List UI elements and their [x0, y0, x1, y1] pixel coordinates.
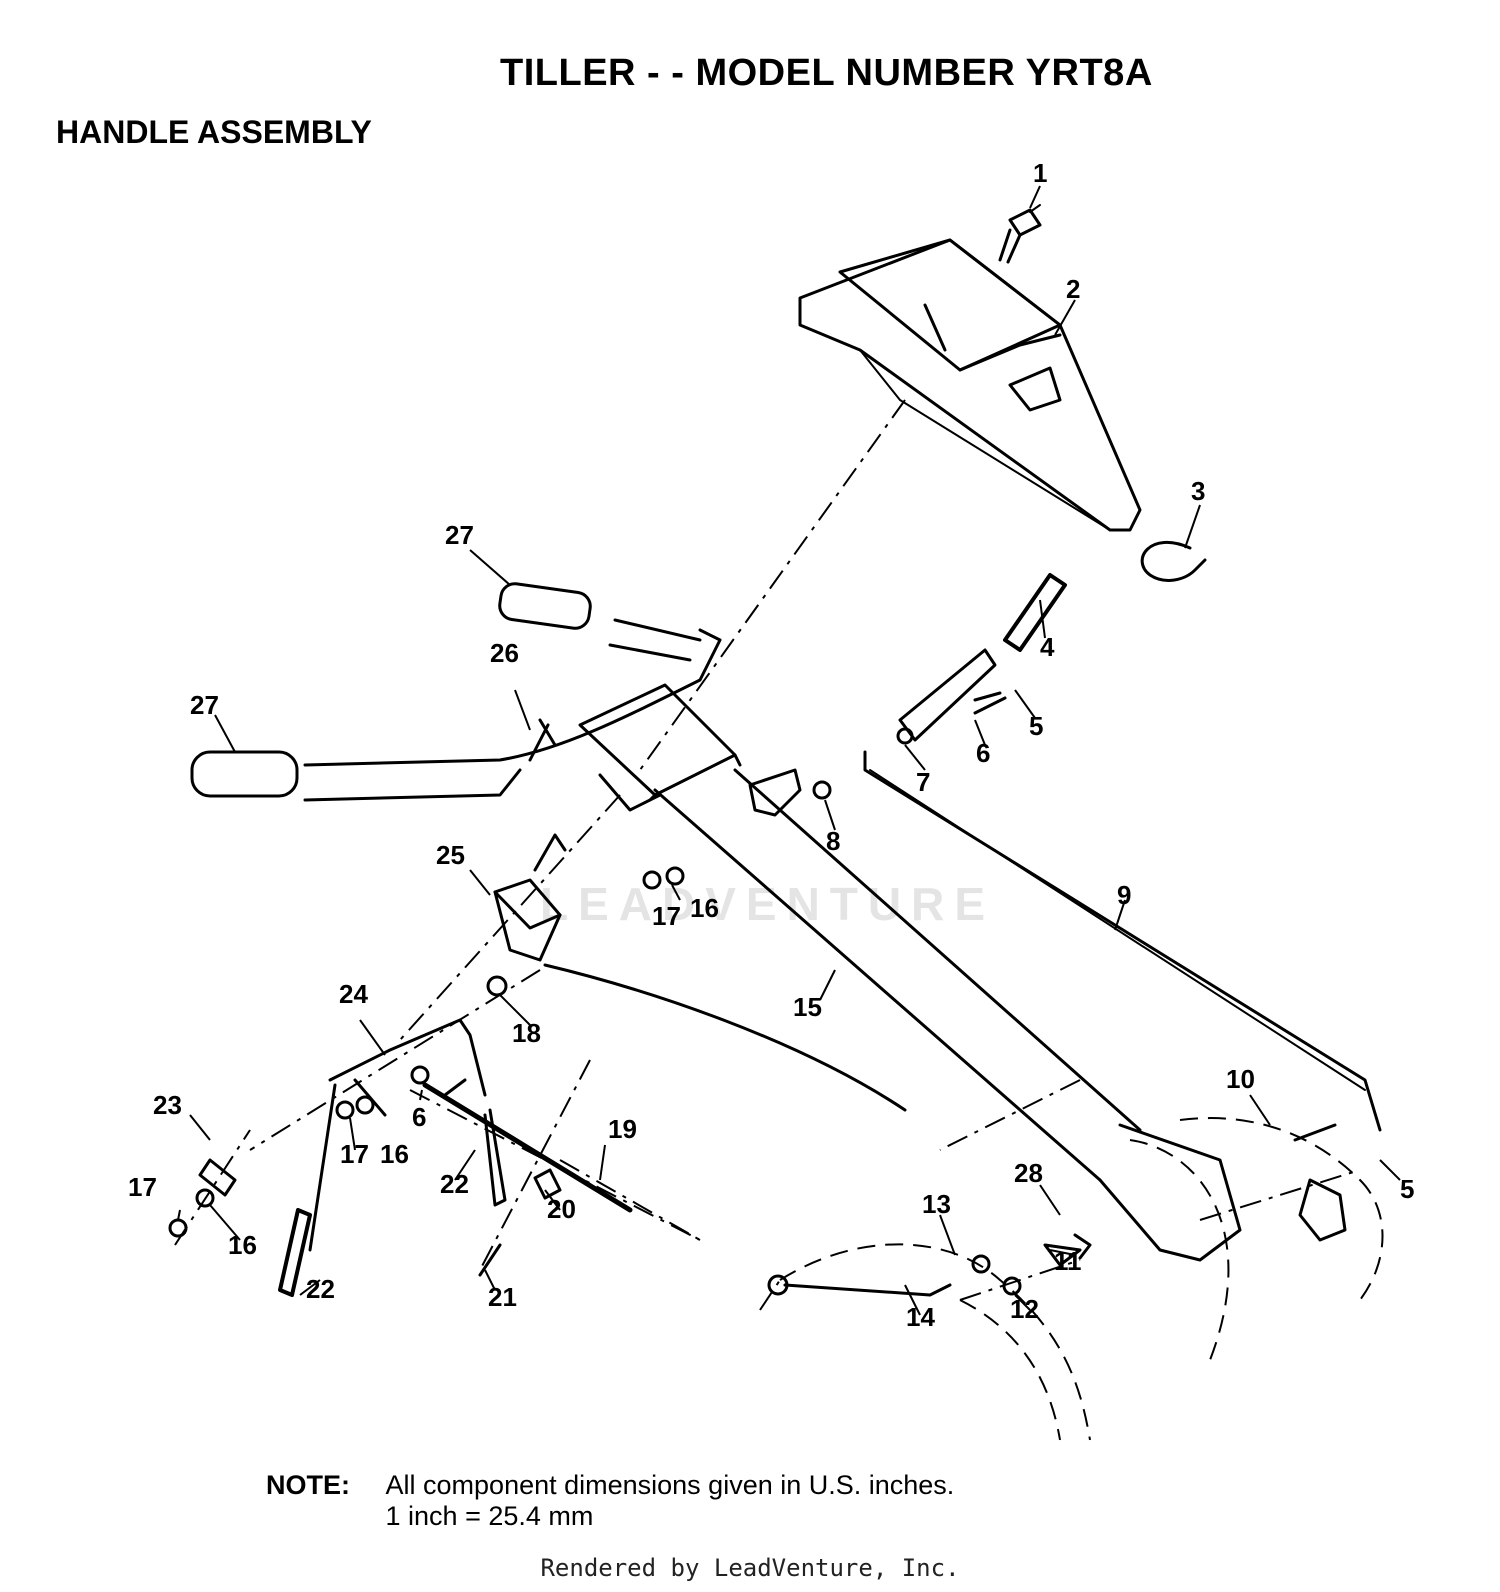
part-top-cover	[798, 238, 1142, 532]
note-label: NOTE:	[266, 1470, 350, 1500]
callout: 27	[445, 520, 474, 550]
callout: 5	[1029, 711, 1043, 741]
callout: 3	[1191, 476, 1205, 506]
part-handlebar	[190, 582, 722, 802]
callout: 2	[1066, 274, 1080, 304]
callout: 7	[916, 767, 930, 797]
note: NOTE: All component dimensions given in …	[266, 1470, 954, 1532]
callout: 6	[976, 738, 990, 768]
part-handle-bracket	[578, 683, 742, 812]
callout: 17	[340, 1139, 369, 1169]
callout: 14	[906, 1302, 935, 1332]
note-line-2: 1 inch = 25.4 mm	[385, 1501, 594, 1531]
parts-diagram: LEADVENTURE	[128, 158, 1414, 1441]
part-screw-1	[998, 204, 1042, 264]
callout: 16	[690, 893, 719, 923]
part-lever-14	[767, 1274, 952, 1297]
leader-lines	[177, 185, 1401, 1316]
callout: 25	[436, 840, 465, 870]
part-handle-tube-15	[653, 768, 1242, 1262]
callout: 16	[380, 1139, 409, 1169]
footer-credit: Rendered by LeadVenture, Inc.	[540, 1554, 960, 1582]
callout: 22	[306, 1274, 335, 1304]
callout: 16	[228, 1230, 257, 1260]
callout: 20	[547, 1194, 576, 1224]
callout: 24	[339, 979, 368, 1009]
callout: 17	[128, 1172, 157, 1202]
callout: 4	[1040, 632, 1055, 662]
section-title: HANDLE ASSEMBLY	[56, 114, 372, 150]
assembly-lines	[174, 399, 1361, 1311]
callout: 11	[1054, 1246, 1082, 1276]
note-body: All component dimensions given in U.S. i…	[386, 1470, 955, 1532]
watermark-text: LEADVENTURE	[540, 878, 995, 930]
callout: 21	[488, 1282, 517, 1312]
callout: 15	[793, 992, 822, 1022]
callout: 6	[412, 1102, 426, 1132]
part-grip-4	[1003, 573, 1067, 652]
part-spring-19	[422, 1082, 633, 1213]
callout: 22	[440, 1169, 469, 1199]
part-cable	[543, 963, 907, 1112]
part-bracket-8	[748, 768, 802, 817]
callout: 23	[153, 1090, 182, 1120]
callout: 8	[826, 826, 840, 856]
callout: 9	[1117, 880, 1131, 910]
callout: 27	[190, 690, 219, 720]
tine-shield-outline	[779, 1117, 1384, 1441]
callout: 10	[1226, 1064, 1255, 1094]
callout: 19	[608, 1114, 637, 1144]
part-lever-7	[896, 648, 1002, 745]
page-title: TILLER - - MODEL NUMBER YRT8A	[500, 52, 1153, 94]
callout: 1	[1033, 158, 1047, 188]
callout: 5	[1400, 1174, 1414, 1204]
callout: 18	[512, 1018, 541, 1048]
callout: 12	[1010, 1294, 1039, 1324]
callout: 17	[652, 901, 681, 931]
callout: 28	[1014, 1158, 1043, 1188]
part-clip-3	[1140, 541, 1207, 582]
part-rod-9	[863, 750, 1382, 1132]
note-line-1: All component dimensions given in U.S. i…	[385, 1470, 955, 1500]
part-rear-housing	[1298, 1178, 1347, 1242]
callout-labels: 1 2 3 4 5 5 6 6 7 8 9 10 11 12 13 14 15 …	[128, 158, 1414, 1332]
part-spacer-8	[812, 780, 832, 800]
part-control-bracket-25	[493, 833, 567, 962]
hardware-screws	[443, 696, 1337, 1277]
callout: 26	[490, 638, 519, 668]
callout: 13	[922, 1189, 951, 1219]
